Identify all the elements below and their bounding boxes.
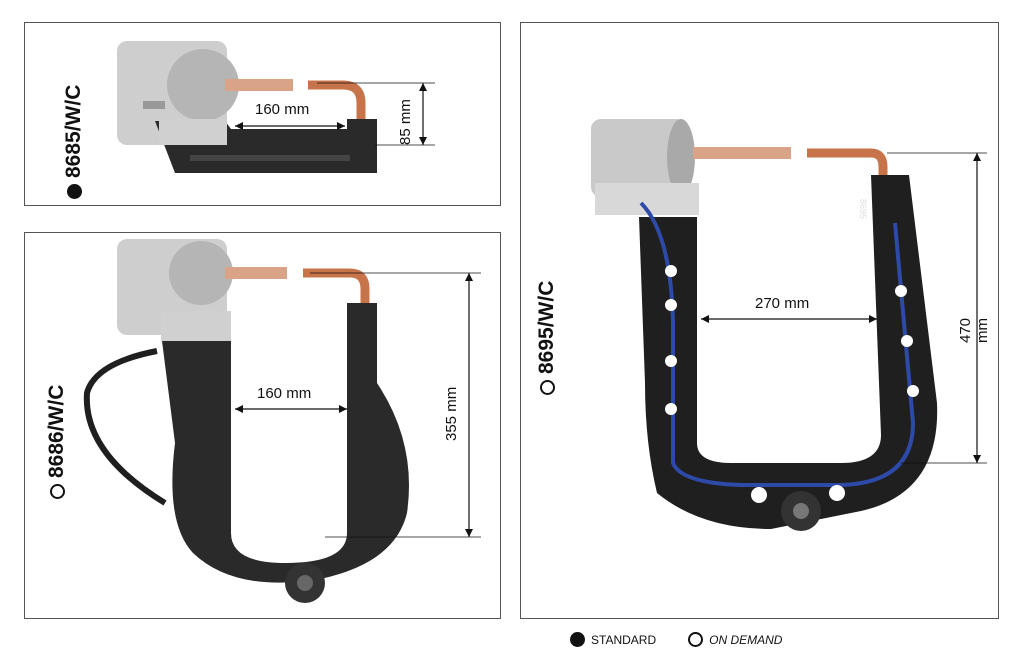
dim-width-8695: 270 mm [755, 295, 810, 312]
panel-8685: 8685/W/C 160 mm 85 mm [24, 22, 501, 206]
arm-marking: 8695 [858, 199, 868, 220]
dim-depth-8695: 470 mm [957, 317, 991, 343]
legend-standard: STANDARD [570, 632, 656, 647]
legend-on-demand: ON DEMAND [688, 632, 782, 647]
dim-depth-8686: 355 mm [443, 386, 460, 441]
gun-illustration-8686 [83, 239, 481, 603]
dim-width-8685: 160 mm [255, 101, 310, 118]
dim-depth-8685: 85 mm [397, 99, 414, 145]
panel-8686: 8686/W/C 160 mm 355 mm [24, 232, 501, 619]
dim-width-8686: 160 mm [257, 385, 312, 402]
standard-dot-icon [570, 632, 585, 647]
legend-on-demand-label: ON DEMAND [709, 632, 783, 647]
panel-8695: 8695/W/C 270 mm 470 mm 8695 [520, 22, 999, 619]
gun-illustration-8695 [591, 119, 987, 531]
gun-illustration-8685 [117, 41, 435, 173]
legend: STANDARD ON DEMAND [570, 632, 782, 647]
legend-standard-label: STANDARD [591, 632, 657, 647]
on-demand-dot-icon [688, 632, 704, 647]
